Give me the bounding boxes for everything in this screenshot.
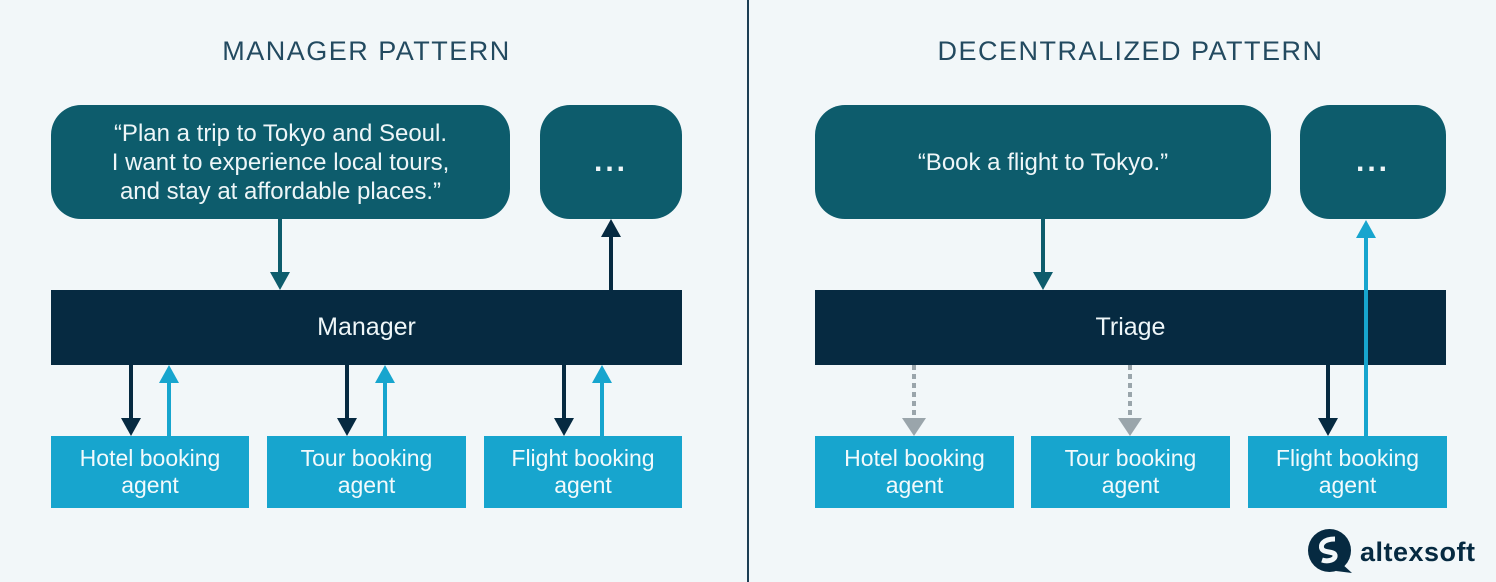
arrow-head-icon (270, 272, 290, 290)
arrow-shaft (167, 380, 171, 436)
triage-to-flight-arrow (1318, 365, 1338, 436)
arrow-shaft (1041, 219, 1045, 275)
decentralized-ellipsis-bubble: ... (1300, 105, 1446, 219)
decentralized-user-request-bubble: “Book a flight to Tokyo.” (815, 105, 1271, 219)
arrow-head-icon (601, 219, 621, 237)
flight-to-manager-arrow (592, 365, 612, 436)
manager-to-hotel-arrow (121, 365, 141, 436)
manager-bar-label: Manager (317, 313, 416, 341)
triage-bar: Triage (815, 290, 1446, 365)
agent-label: Tour booking agent (300, 445, 433, 498)
arrow-head-icon (121, 418, 141, 436)
agent-label: Flight booking agent (1275, 445, 1420, 498)
tour-to-manager-arrow (375, 365, 395, 436)
hotel-to-manager-arrow (159, 365, 179, 436)
manager-to-flight-arrow (554, 365, 574, 436)
decentralized-tour-agent-box: Tour booking agent (1031, 436, 1230, 508)
manager-response-up-arrow (601, 219, 621, 290)
arrow-head-icon (554, 418, 574, 436)
decentralized-pattern-title: DECENTRALIZED PATTERN (937, 36, 1324, 66)
manager-user-request-text: “Plan a trip to Tokyo and Seoul. I want … (111, 119, 450, 205)
manager-flight-agent-box: Flight booking agent (484, 436, 682, 508)
manager-user-request-bubble: “Plan a trip to Tokyo and Seoul. I want … (51, 105, 510, 219)
arrow-shaft (383, 380, 387, 436)
manager-to-tour-arrow (337, 365, 357, 436)
arrow-head-icon (337, 418, 357, 436)
decentralized-ellipsis-text: ... (1355, 145, 1390, 178)
arrow-shaft (609, 234, 613, 290)
arrow-shaft (1364, 235, 1368, 436)
manager-ellipsis-text: ... (593, 145, 628, 178)
arrow-head-icon (1118, 418, 1142, 436)
triage-request-down-arrow (1033, 219, 1053, 290)
decentralized-user-request-text: “Book a flight to Tokyo.” (917, 148, 1169, 176)
arrow-shaft (1326, 365, 1330, 421)
manager-request-down-arrow (270, 219, 290, 290)
arrow-shaft (1128, 365, 1132, 421)
arrow-head-icon (592, 365, 612, 383)
arrow-shaft (912, 365, 916, 421)
triage-bar-label: Triage (1095, 313, 1166, 341)
flight-direct-response-up-arrow (1356, 220, 1376, 436)
manager-bar: Manager (51, 290, 682, 365)
decentralized-hotel-agent-box: Hotel booking agent (815, 436, 1014, 508)
panel-divider (747, 0, 749, 582)
agent-label: Tour booking agent (1064, 445, 1197, 498)
arrow-shaft (129, 365, 133, 421)
triage-to-hotel-dotted-arrow (902, 365, 926, 436)
agent-label: Hotel booking agent (844, 445, 985, 498)
triage-to-tour-dotted-arrow (1118, 365, 1142, 436)
arrow-shaft (600, 380, 604, 436)
arrow-head-icon (375, 365, 395, 383)
decentralized-flight-agent-box: Flight booking agent (1248, 436, 1447, 508)
manager-tour-agent-box: Tour booking agent (267, 436, 466, 508)
arrow-head-icon (1356, 220, 1376, 238)
arrow-head-icon (159, 365, 179, 383)
manager-pattern-title: MANAGER PATTERN (222, 36, 511, 66)
altexsoft-logo-icon (1308, 529, 1352, 573)
arrow-head-icon (1033, 272, 1053, 290)
manager-hotel-agent-box: Hotel booking agent (51, 436, 249, 508)
arrow-head-icon (902, 418, 926, 436)
altexsoft-logo-text: altexsoft (1360, 536, 1476, 567)
arrow-head-icon (1318, 418, 1338, 436)
agent-label: Hotel booking agent (79, 445, 221, 498)
altexsoft-logo: altexsoft (1308, 529, 1476, 575)
manager-ellipsis-bubble: ... (540, 105, 682, 219)
arrow-shaft (562, 365, 566, 421)
agent-label: Flight booking agent (511, 445, 655, 498)
arrow-shaft (345, 365, 349, 421)
arrow-shaft (278, 219, 282, 275)
